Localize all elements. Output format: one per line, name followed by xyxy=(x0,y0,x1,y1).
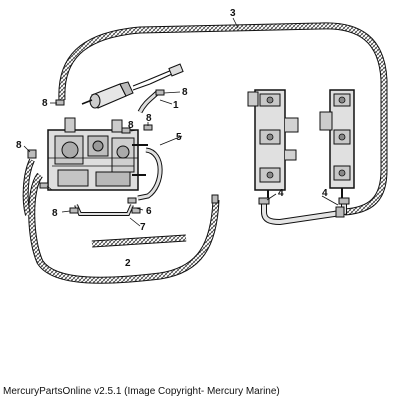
callout-8f: 8 xyxy=(52,208,58,219)
fuel-rail-a[interactable] xyxy=(247,89,299,200)
fuel-module[interactable] xyxy=(47,117,148,191)
hose-7[interactable] xyxy=(91,234,187,248)
callout-8d: 8 xyxy=(146,113,152,124)
callout-4a: 4 xyxy=(278,188,284,199)
hose-3[interactable] xyxy=(58,22,388,216)
hose-1[interactable] xyxy=(137,90,160,114)
callout-6: 6 xyxy=(146,206,152,217)
callout-3: 3 xyxy=(230,8,236,19)
copyright-caption: MercuryPartsOnline v2.5.1 (Image Copyrig… xyxy=(3,386,280,397)
clamp-fittings xyxy=(27,89,219,214)
callout-2: 2 xyxy=(125,258,131,269)
callout-8b: 8 xyxy=(182,87,188,98)
hose-left-vertical[interactable] xyxy=(22,158,35,216)
callout-8e: 8 xyxy=(16,140,22,151)
callout-7: 7 xyxy=(140,222,146,233)
callout-8a: 8 xyxy=(42,98,48,109)
hose-2[interactable] xyxy=(28,172,220,284)
callout-labels: 1 2 3 4 4 5 6 7 8 8 8 8 8 8 xyxy=(16,8,328,269)
leader-lines xyxy=(23,17,339,227)
callout-1: 1 xyxy=(173,100,179,111)
hose-6[interactable] xyxy=(74,204,134,216)
crossover-hose-4[interactable] xyxy=(258,197,350,226)
fuel-pump[interactable] xyxy=(81,63,184,109)
callout-4b: 4 xyxy=(322,188,328,199)
fuel-rail-b[interactable] xyxy=(319,89,355,198)
callout-8c: 8 xyxy=(128,120,134,131)
callout-5: 5 xyxy=(176,132,182,143)
hose-5[interactable] xyxy=(137,147,163,201)
